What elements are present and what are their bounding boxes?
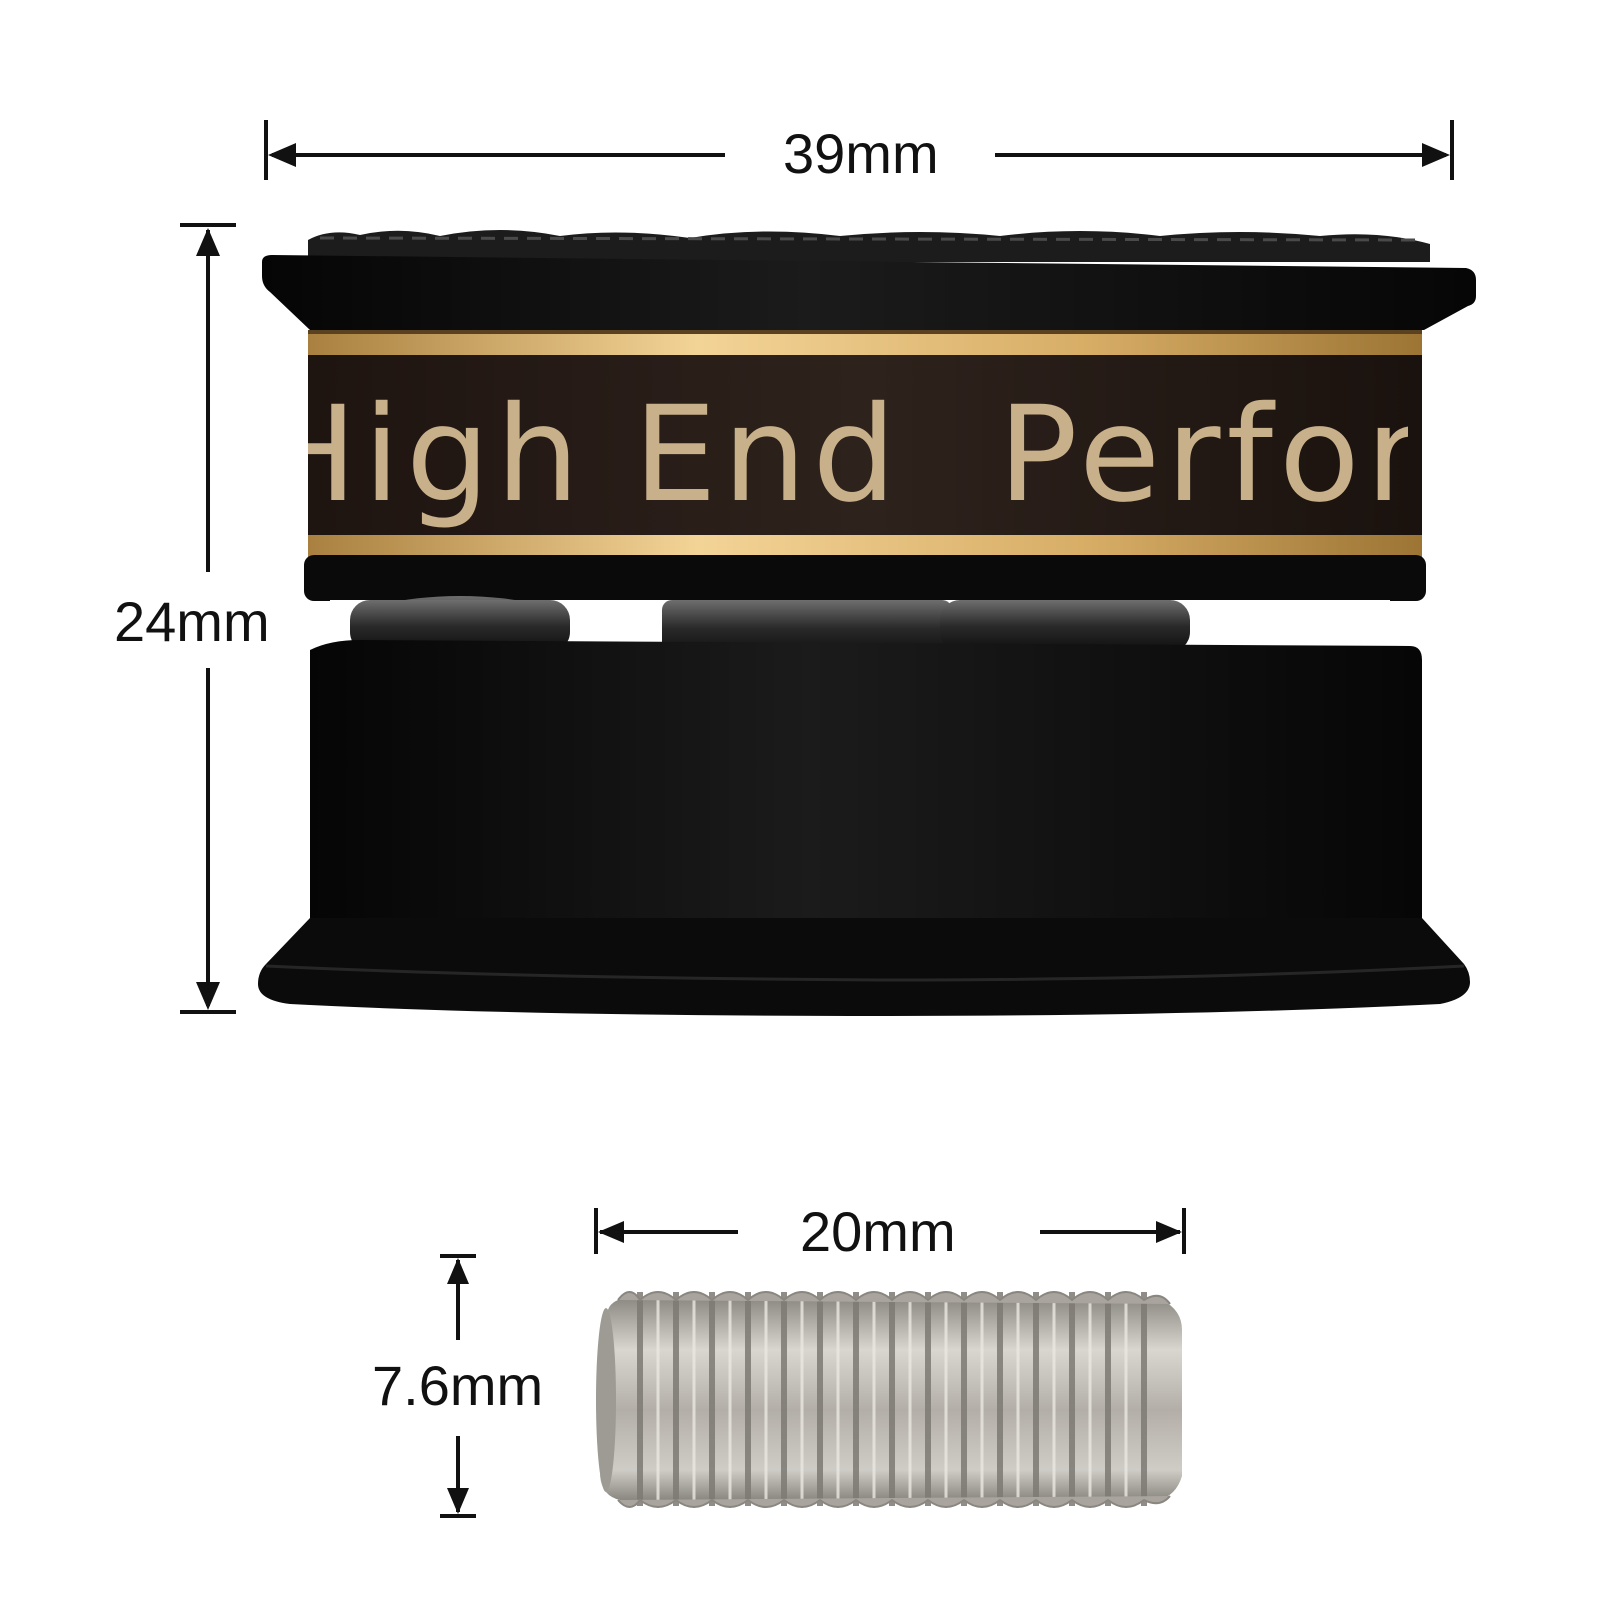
- height-dimension-line: [180, 223, 236, 1014]
- band-text: High End Performance: [258, 378, 1600, 532]
- width-label: 39mm: [783, 122, 939, 185]
- height-label: 24mm: [114, 590, 270, 653]
- threaded-screw: [596, 1291, 1182, 1508]
- screw-diameter-dimension-line: [440, 1254, 476, 1518]
- screw-diameter-label: 7.6mm: [372, 1354, 544, 1417]
- screw-length-label: 20mm: [800, 1200, 956, 1263]
- isolation-foot: High End Performance: [258, 230, 1600, 1016]
- width-dimension-line: [264, 120, 1454, 180]
- screw-length-dimension-line: [594, 1208, 1186, 1254]
